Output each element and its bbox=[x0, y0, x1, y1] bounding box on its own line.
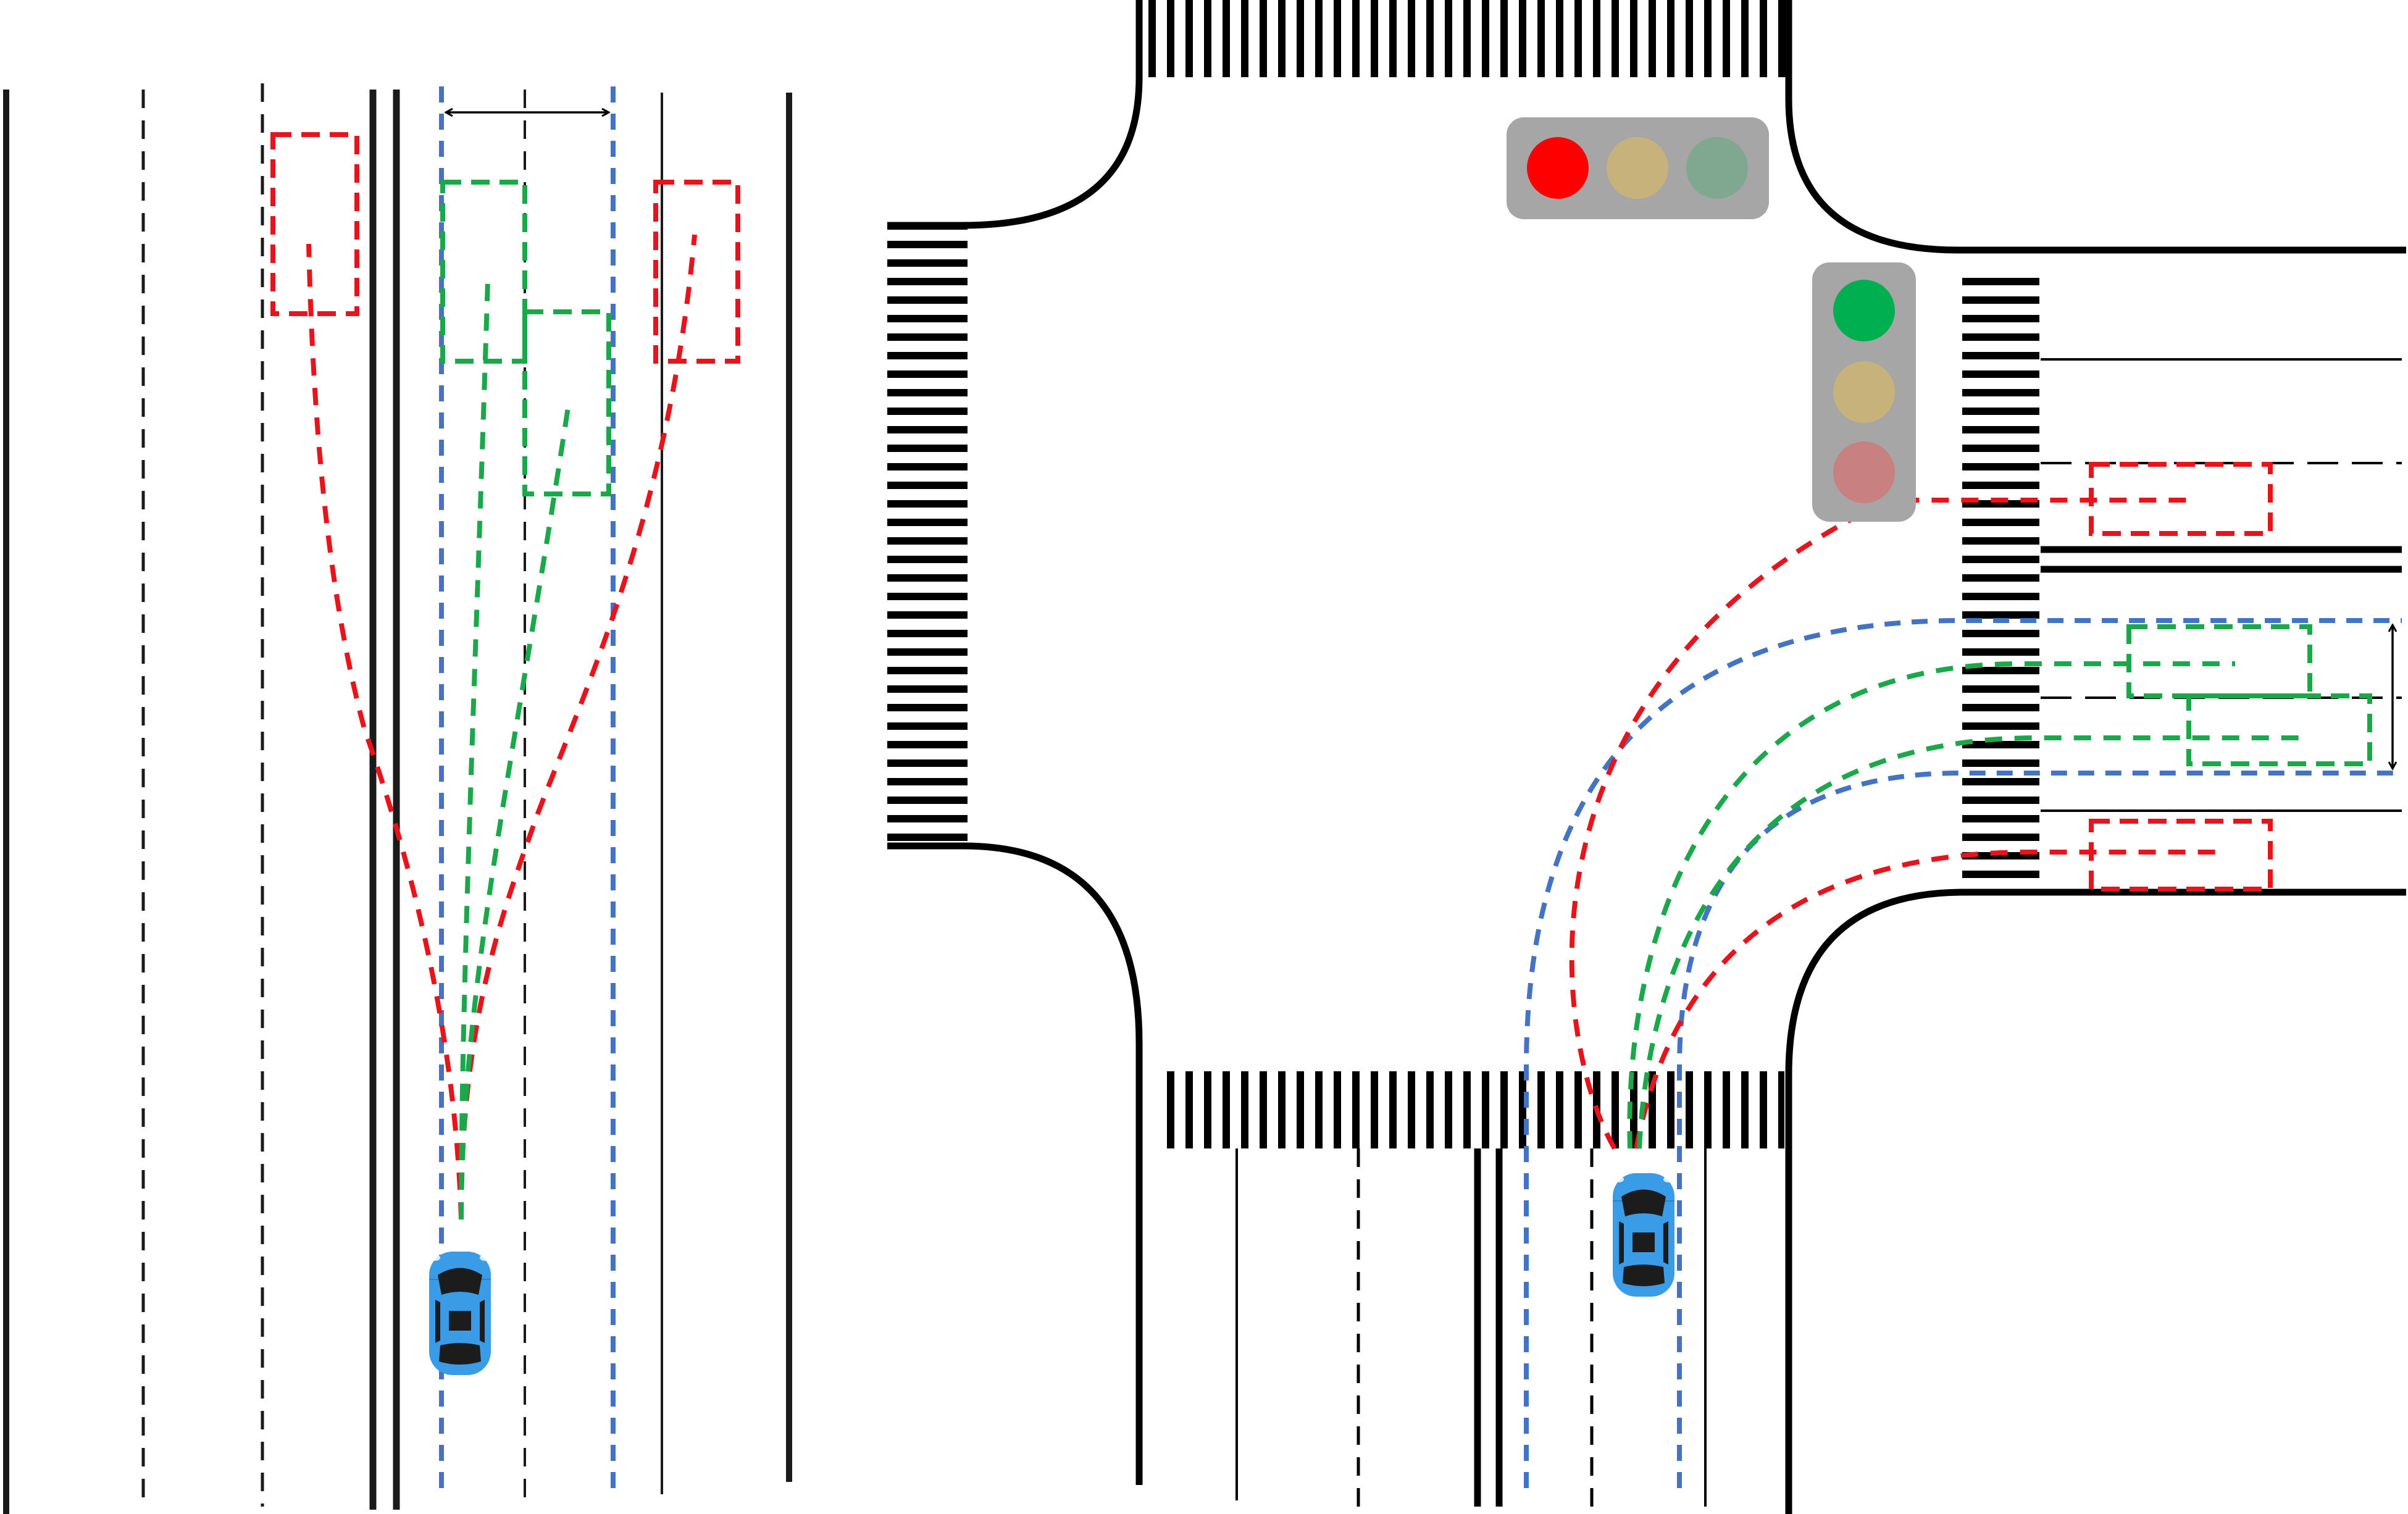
green-lamp-on bbox=[1833, 280, 1895, 341]
car-icon bbox=[429, 1251, 491, 1376]
east-lane-markings bbox=[2041, 358, 2402, 812]
red-candidate-trajectories bbox=[1569, 498, 2223, 1150]
traffic-light-icon bbox=[1812, 262, 1916, 522]
red-candidate-box bbox=[2089, 462, 2273, 536]
red-candidate-box bbox=[270, 132, 359, 316]
red-candidate-trajectories bbox=[306, 234, 697, 1220]
green-candidate-box bbox=[440, 180, 527, 364]
red-candidate-box bbox=[653, 180, 740, 364]
green-lamp-off bbox=[1686, 137, 1748, 199]
green-candidate-trajectories bbox=[1627, 661, 2303, 1149]
green-candidate-boxes bbox=[440, 180, 611, 496]
traffic-light-icon bbox=[1507, 117, 1769, 219]
green-candidate-boxes bbox=[2126, 624, 2372, 766]
green-candidate-box bbox=[2126, 624, 2312, 698]
green-candidate-box bbox=[522, 309, 611, 496]
curb-lines bbox=[887, 0, 2406, 1514]
green-candidate-box bbox=[2186, 693, 2372, 766]
crosswalk-south bbox=[1161, 1071, 1784, 1148]
lane-markings bbox=[3, 83, 792, 1514]
yellow-lamp-off bbox=[1607, 137, 1668, 199]
crosswalk-north bbox=[1136, 0, 1787, 77]
intersection-scene bbox=[887, 0, 2406, 1514]
red-candidate-boxes bbox=[2089, 462, 2273, 892]
crosswalk-east bbox=[1962, 272, 2039, 889]
red-candidate-boxes bbox=[270, 132, 740, 364]
red-lamp-off bbox=[1833, 441, 1895, 503]
south-lane-markings bbox=[1235, 1148, 1707, 1507]
green-candidate-trajectories bbox=[459, 280, 571, 1220]
car-icon bbox=[1612, 1173, 1675, 1297]
red-candidate-box bbox=[2089, 819, 2273, 892]
yellow-lamp-off bbox=[1833, 361, 1895, 423]
straight-road-scene bbox=[3, 83, 792, 1514]
red-lamp-on bbox=[1527, 137, 1589, 199]
crosswalk-west bbox=[887, 222, 968, 849]
